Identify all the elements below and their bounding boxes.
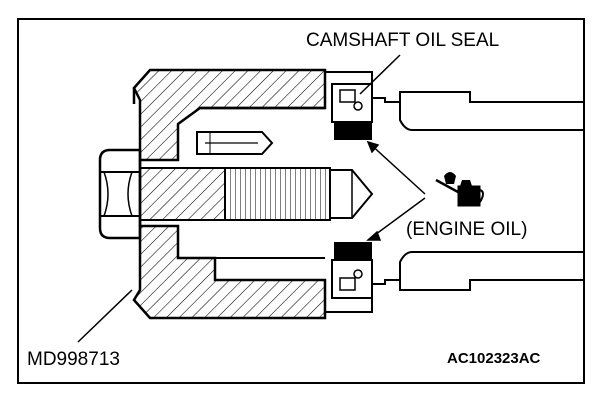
camshaft-oil-seal-upper: [331, 83, 373, 140]
bolt-head: [98, 148, 142, 240]
camshaft: [324, 71, 585, 313]
figure-code-label: AC102323AC: [447, 350, 541, 367]
tool-leader-line: [77, 289, 133, 343]
leader-lines: [77, 54, 426, 343]
seal-leader-line: [359, 54, 401, 95]
tool-number-label: MD998713: [27, 349, 120, 370]
camshaft-oil-seal-lower: [331, 242, 373, 299]
engine-oil-label: (ENGINE OIL): [406, 219, 528, 240]
oil-arrowhead-lower: [366, 230, 382, 241]
oil-can-icon: [435, 172, 484, 207]
camshaft-oil-seal-label: CAMSHAFT OIL SEAL: [306, 30, 500, 51]
oil-arrowhead-upper: [366, 140, 380, 154]
oil-leader-upper: [367, 141, 426, 195]
bolt-shank: [139, 167, 374, 221]
guide-pin: [196, 131, 274, 155]
